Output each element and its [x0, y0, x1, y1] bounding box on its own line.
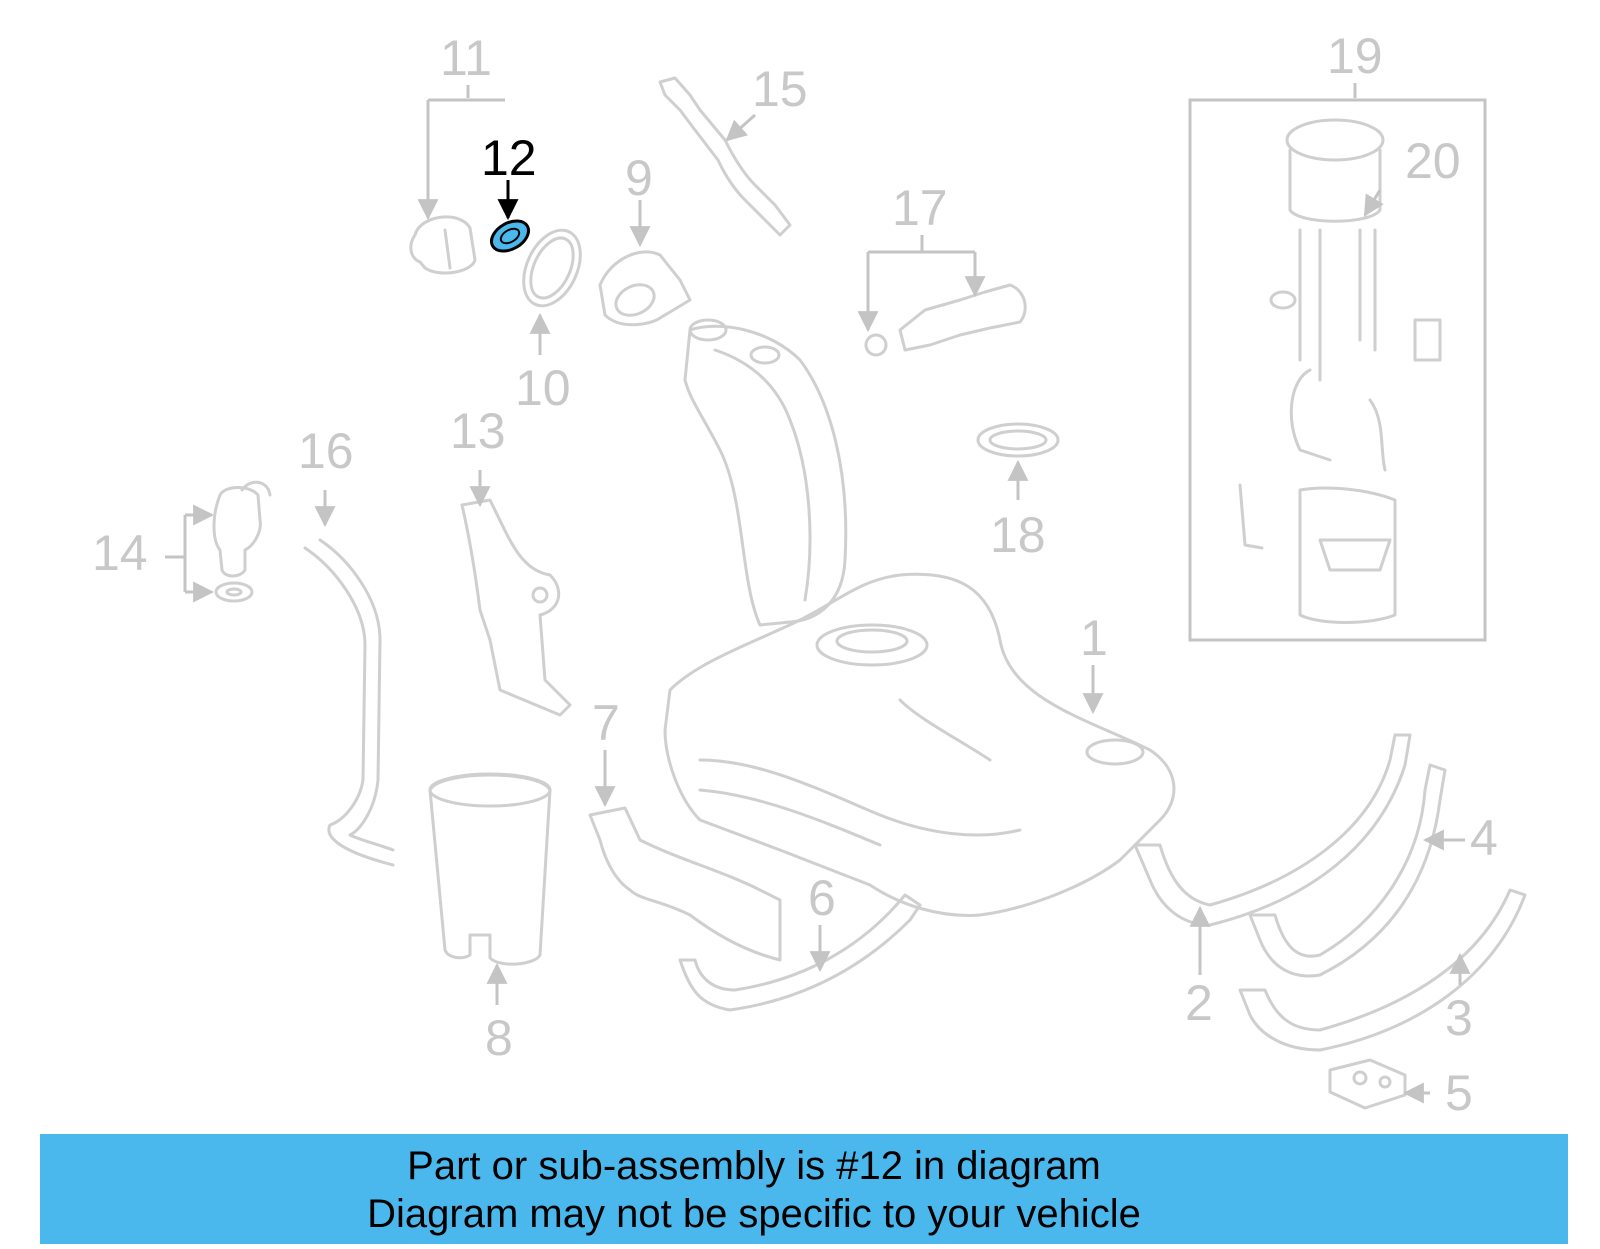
- caption-line-1: Part or sub-assembly is #12 in diagram: [407, 1144, 1101, 1188]
- filler-neck-seal: [522, 228, 582, 308]
- cap-seal-12: [490, 219, 530, 253]
- filler-cap: [409, 215, 477, 275]
- strap-3: [1238, 888, 1527, 1052]
- lock-ring: [976, 422, 1060, 458]
- callout-16: 16: [298, 423, 354, 479]
- check-valve: [212, 480, 272, 603]
- filler-neck: [683, 318, 848, 627]
- callout-13: 13: [450, 403, 506, 459]
- callout-4: 4: [1470, 810, 1498, 866]
- callout-20: 20: [1405, 133, 1461, 189]
- level-sensor-cable: [658, 76, 792, 237]
- pump-assembly-box: [1188, 98, 1487, 642]
- callout-3: 3: [1445, 990, 1473, 1046]
- leader-lines: [165, 83, 1471, 1104]
- callout-12: 12: [481, 130, 537, 186]
- heat-shield: [588, 806, 782, 962]
- filler-bracket: [460, 498, 572, 717]
- vent-hose: [303, 538, 395, 867]
- rubber-pad: [1328, 1058, 1407, 1110]
- callout-5: 5: [1445, 1065, 1473, 1121]
- strap-6: [678, 893, 922, 1012]
- fuel-tank: [663, 572, 1176, 917]
- callout-17: 17: [892, 180, 948, 236]
- callout-19: 19: [1327, 28, 1383, 84]
- filler-housing: [598, 250, 692, 327]
- protective-sleeve: [428, 772, 552, 966]
- callout-1: 1: [1080, 610, 1108, 666]
- callout-8: 8: [485, 1010, 513, 1066]
- callout-2: 2: [1185, 975, 1213, 1031]
- callout-10: 10: [515, 360, 571, 416]
- callout-14: 14: [92, 525, 148, 581]
- callout-11: 11: [440, 30, 492, 86]
- callout-labels: 11 12 10 9 15 17 19 20 13 16 14 18 1 7 6…: [92, 28, 1498, 1121]
- hose-fitting: [864, 283, 1027, 357]
- caption-banner: Part or sub-assembly is #12 in diagram D…: [40, 1134, 1568, 1244]
- strap-2: [1133, 733, 1412, 927]
- callout-15: 15: [752, 61, 808, 117]
- strap-4: [1248, 763, 1447, 978]
- caption-line-2: Diagram may not be specific to your vehi…: [367, 1192, 1141, 1236]
- callout-7: 7: [592, 695, 620, 751]
- callout-9: 9: [625, 150, 653, 206]
- callout-6: 6: [808, 870, 836, 926]
- fuel-pump-assembly: [1238, 118, 1442, 624]
- callout-18: 18: [990, 507, 1046, 563]
